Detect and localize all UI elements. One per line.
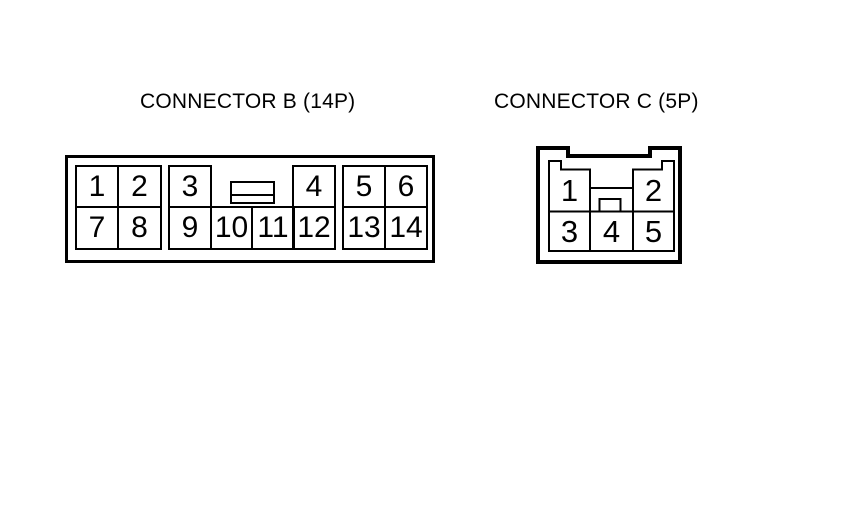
connector-c-pin-1: 1: [560, 173, 579, 208]
connector-c-key-notch: [598, 198, 622, 212]
connector-b-pin-4: 4: [292, 165, 336, 208]
connector-b-pin-12: 12: [292, 206, 336, 250]
connector-b-pin-6: 6: [384, 165, 428, 208]
connector-c-outline-drawing: [536, 146, 682, 264]
connector-c-pin2-cavity: [632, 160, 675, 212]
connector-b-pin-11: 11: [251, 206, 295, 250]
connector-b-pin-9: 9: [168, 206, 212, 250]
connector-b-pin-8: 8: [117, 206, 162, 250]
connector-c-pin-2: 2: [644, 173, 663, 208]
connector-b-pin-13: 13: [342, 206, 386, 250]
connector-c-pin1-cavity: [548, 160, 591, 212]
connector-b-title: CONNECTOR B (14P): [140, 90, 356, 113]
connector-b-key-notch: [230, 181, 275, 204]
connector-b-key-notch-line: [232, 194, 273, 196]
connector-b-pin-14: 14: [384, 206, 428, 250]
connector-c-housing-outline: [536, 146, 682, 264]
connector-b-pin-2: 2: [117, 165, 162, 208]
connector-b-pin-3: 3: [168, 165, 212, 208]
connector-b-pin-1: 1: [75, 165, 119, 208]
connector-c-diagram: 1 2 3 4 5: [536, 146, 682, 264]
connector-b-pin-10: 10: [210, 206, 253, 250]
connector-c-pin-4: 4: [602, 213, 621, 249]
connector-b-pin-5: 5: [342, 165, 386, 208]
connector-c-pin-5: 5: [644, 213, 663, 249]
connector-b-diagram: 1 2 3 4 5 6 7 8 9 10 11 12 13 14: [65, 155, 435, 263]
connector-c-title: CONNECTOR C (5P): [494, 90, 699, 113]
connector-c-bottom-row-dividers: [589, 211, 634, 251]
connector-c-pin-3: 3: [560, 213, 579, 249]
connector-b-pin-7: 7: [75, 206, 119, 250]
